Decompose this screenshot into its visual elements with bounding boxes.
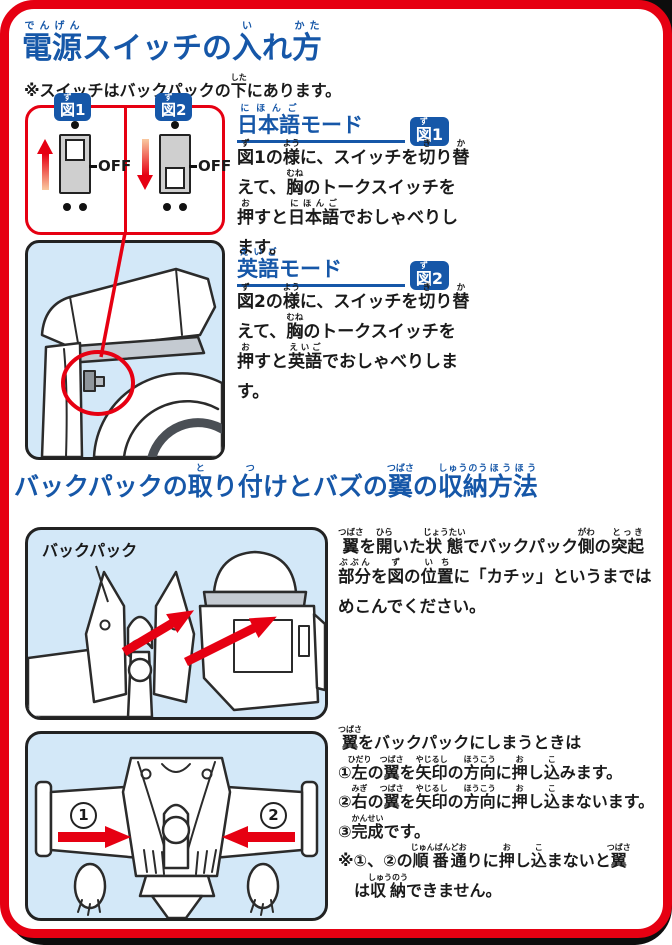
switch-diagram-fig1: OFF <box>28 108 131 232</box>
panel-divider <box>123 108 127 234</box>
backpack-section-title: バックパックの取とり付つけとバズの翼つばさの収納しゅうのう方法ほうほう <box>14 464 538 501</box>
switch-figure-panel: 図ず1 図ず2 OFF OFF <box>25 93 231 235</box>
screw-dot <box>179 203 187 211</box>
storage-line: 翼つばさをバックパックにしまうときは <box>338 725 582 752</box>
power-section-title: 電源でんげんスイッチの入いれ方かた <box>22 21 322 66</box>
japanese-mode-heading-row: 日本語にほんごモード 図ず1 <box>237 104 449 146</box>
wing-storage-illustration: 1 2 <box>25 731 328 921</box>
screw-dot <box>171 121 179 129</box>
robot-back-illustration <box>25 240 225 460</box>
heading-underline: 英語えいごモード <box>237 248 405 287</box>
screw-dot <box>63 203 71 211</box>
storage-line: ※①、②の順番じゅんばん通どおりに押おし込こまないと翼つばさ <box>338 843 631 870</box>
off-tick <box>189 164 197 168</box>
backpack-attach-illustration: バックパック <box>25 527 328 720</box>
off-label: OFF <box>198 157 232 175</box>
attach-instructions: 翼つばさを開ひらいた状態じょうたいでバックパック側がわの突起とっき部分ぶぶんを図… <box>338 528 652 616</box>
off-label: OFF <box>98 157 132 175</box>
switch-knob <box>64 139 85 161</box>
japanese-mode-body: 図ず1の様ように、スイッチを切きり替かえて、胸むねのトークスイッチを押おすと日本… <box>237 139 470 258</box>
label-pointer-line <box>95 565 109 603</box>
storage-line: ②右みぎの翼つばさを矢印やじるしの方向ほうこうに押おし込こまないます。 <box>338 784 655 811</box>
toggle-switch-japanese-graphic <box>59 134 91 194</box>
arrow-up-icon <box>37 139 53 197</box>
off-label-row: OFF <box>189 157 231 175</box>
robot-back-line-art <box>40 267 222 457</box>
off-tick <box>89 164 97 168</box>
switch-highlight-circle <box>61 350 135 416</box>
storage-line: ③完成かんせいです。 <box>338 813 430 841</box>
heading-underline: 日本語にほんごモード <box>237 104 405 143</box>
step2-marker: 2 <box>260 802 287 829</box>
storage-instructions: 翼つばさをバックパックにしまうときは ①左ひだりの翼つばさを矢印やじるしの方向ほ… <box>338 725 672 902</box>
toggle-switch-english-graphic <box>159 134 191 194</box>
storage-line: ①左ひだりの翼つばさを矢印やじるしの方向ほうこうに押おし込こみます。 <box>338 754 623 782</box>
figure2-badge: 図ず2 <box>155 93 193 121</box>
storage-line: は収納しゅうのうできません。 <box>354 872 502 900</box>
switch-knob <box>164 167 185 189</box>
japanese-mode-heading: 日本語にほんごモード <box>237 104 363 137</box>
switch-diagram-fig2: OFF <box>128 108 231 232</box>
attach-arrow-left <box>121 610 195 656</box>
english-mode-body: 図ず2の様ように、スイッチを切きり替かえて、胸むねのトークスイッチを押おすと英語… <box>237 283 470 402</box>
figure1-badge: 図ず1 <box>54 93 92 121</box>
off-label-row: OFF <box>89 157 131 175</box>
figure1-badge: 図ず1 <box>409 117 449 146</box>
step1-marker: 1 <box>70 802 97 829</box>
screw-dot <box>163 203 171 211</box>
screw-dot <box>71 121 79 129</box>
screw-dot <box>79 203 87 211</box>
english-mode-heading-row: 英語えいごモード 図ず2 <box>237 248 449 290</box>
english-mode-heading: 英語えいごモード <box>237 248 342 281</box>
backpack-attach-line-art <box>28 550 325 717</box>
arrow-down-icon <box>137 139 153 197</box>
attach-arrow-right <box>183 616 277 667</box>
figure2-badge: 図ず2 <box>409 261 449 290</box>
backpack-label: バックパック <box>42 541 138 560</box>
